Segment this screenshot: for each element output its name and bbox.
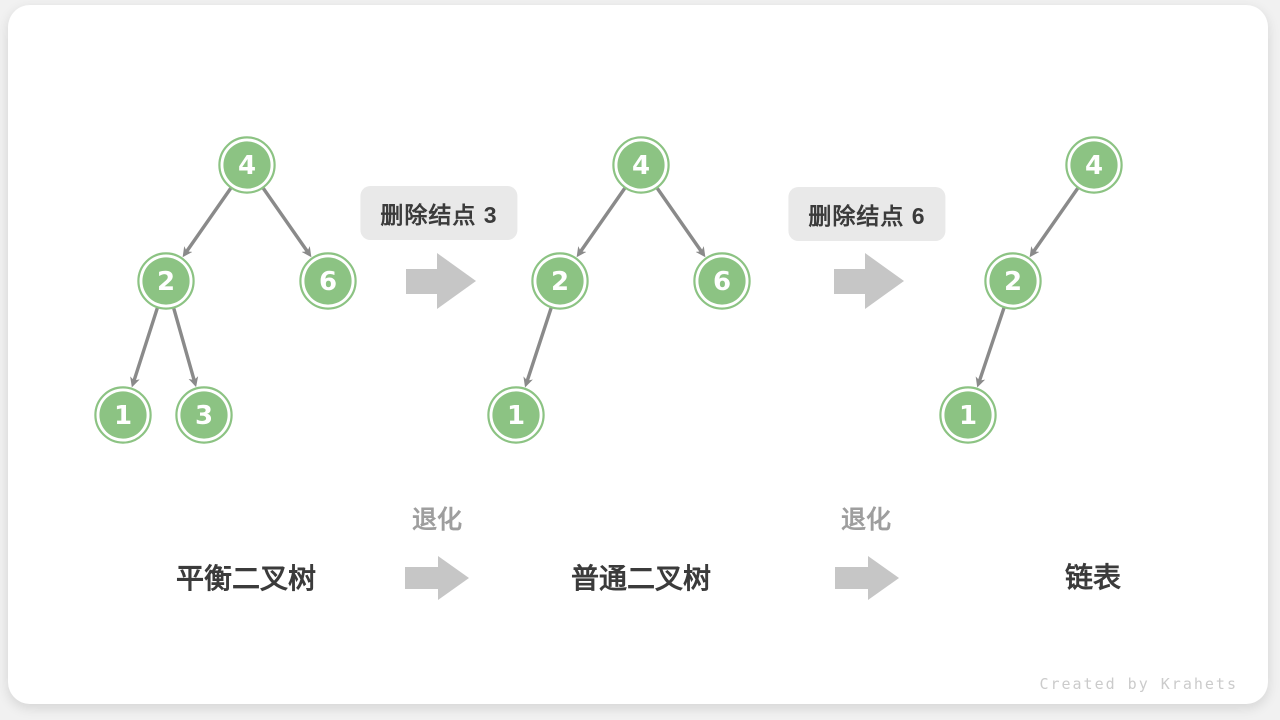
node-disc <box>142 257 190 305</box>
node-disc <box>536 257 584 305</box>
caption-linked-list: 链表 <box>1064 562 1122 593</box>
tree-edge-4-to-2 <box>182 187 233 258</box>
node-value: 2 <box>1004 267 1022 297</box>
node-disc <box>944 391 992 439</box>
degrade-label-1: 退化 <box>411 506 463 534</box>
node-disc <box>989 257 1037 305</box>
node-value: 6 <box>713 267 731 297</box>
tree-edge-2-to-1 <box>130 306 159 388</box>
node-outer-ring <box>94 386 152 444</box>
arrow-head <box>437 253 476 309</box>
tree-node-4: 4 <box>1065 136 1123 194</box>
arrow-bar <box>835 567 868 589</box>
node-outer-ring <box>612 136 670 194</box>
node-outer-ring <box>1065 136 1123 194</box>
tree-node-1: 1 <box>939 386 997 444</box>
node-disc <box>304 257 352 305</box>
node-disc <box>223 141 271 189</box>
step-label-delete-node-3: 删除结点 3 <box>360 186 518 240</box>
arrow-bar <box>406 268 437 294</box>
tree-node-2: 2 <box>531 252 589 310</box>
node-value: 2 <box>157 267 175 297</box>
node-outer-ring <box>299 252 357 310</box>
arrow-bar <box>405 567 438 589</box>
tree-node-4: 4 <box>612 136 670 194</box>
node-disc <box>180 391 228 439</box>
tree-node-1: 1 <box>487 386 545 444</box>
tree-linked-list: 4 2 1 <box>939 136 1123 444</box>
tree-node-4: 4 <box>218 136 276 194</box>
tree-node-3: 3 <box>175 386 233 444</box>
tree-balanced-binary-tree: 4 2 6 1 3 <box>94 136 357 444</box>
tree-node-1: 1 <box>94 386 152 444</box>
node-value: 1 <box>114 401 132 431</box>
step-label-delete-node-6: 删除结点 6 <box>788 187 946 241</box>
node-value: 4 <box>238 151 256 181</box>
degrade-label-2: 退化 <box>840 506 892 534</box>
tree-edge-4-to-6 <box>261 187 312 258</box>
node-outer-ring <box>137 252 195 310</box>
node-disc <box>99 391 147 439</box>
node-value: 3 <box>195 401 213 431</box>
tree-node-2: 2 <box>137 252 195 310</box>
figure-card <box>8 5 1268 704</box>
arrow-head <box>868 556 899 600</box>
node-disc <box>492 391 540 439</box>
tree-node-6: 6 <box>693 252 751 310</box>
node-value: 4 <box>1085 151 1103 181</box>
node-value: 1 <box>959 401 977 431</box>
node-outer-ring <box>487 386 545 444</box>
node-value: 6 <box>319 267 337 297</box>
degrade-arrow-1-icon <box>405 556 469 600</box>
node-outer-ring <box>984 252 1042 310</box>
tree-edge-2-to-3 <box>172 307 199 388</box>
tree-edge-4-to-2 <box>1029 187 1080 258</box>
node-value: 2 <box>551 267 569 297</box>
node-outer-ring <box>175 386 233 444</box>
tree-ordinary-binary-tree: 4 2 6 1 <box>487 136 751 444</box>
tree-edge-4-to-2 <box>576 187 627 258</box>
node-disc <box>617 141 665 189</box>
caption-ordinary-binary-tree: 普通二叉树 <box>570 563 712 594</box>
tree-node-2: 2 <box>984 252 1042 310</box>
node-value: 1 <box>507 401 525 431</box>
arrow-bar <box>834 268 865 294</box>
node-disc <box>1070 141 1118 189</box>
degrade-arrow-2-icon <box>835 556 899 600</box>
tree-edge-2-to-1 <box>523 306 553 388</box>
arrow-head <box>438 556 469 600</box>
step-arrow-1-icon <box>406 253 476 309</box>
tree-node-6: 6 <box>299 252 357 310</box>
watermark: Created by Krahets <box>1039 675 1238 693</box>
tree-edge-4-to-6 <box>655 187 706 258</box>
node-outer-ring <box>939 386 997 444</box>
node-value: 4 <box>632 151 650 181</box>
step-arrow-2-icon <box>834 253 904 309</box>
node-disc <box>698 257 746 305</box>
arrow-head <box>865 253 904 309</box>
node-outer-ring <box>693 252 751 310</box>
tree-edge-2-to-1 <box>975 306 1006 388</box>
node-outer-ring <box>531 252 589 310</box>
node-outer-ring <box>218 136 276 194</box>
caption-balanced-binary-tree: 平衡二叉树 <box>175 563 317 594</box>
